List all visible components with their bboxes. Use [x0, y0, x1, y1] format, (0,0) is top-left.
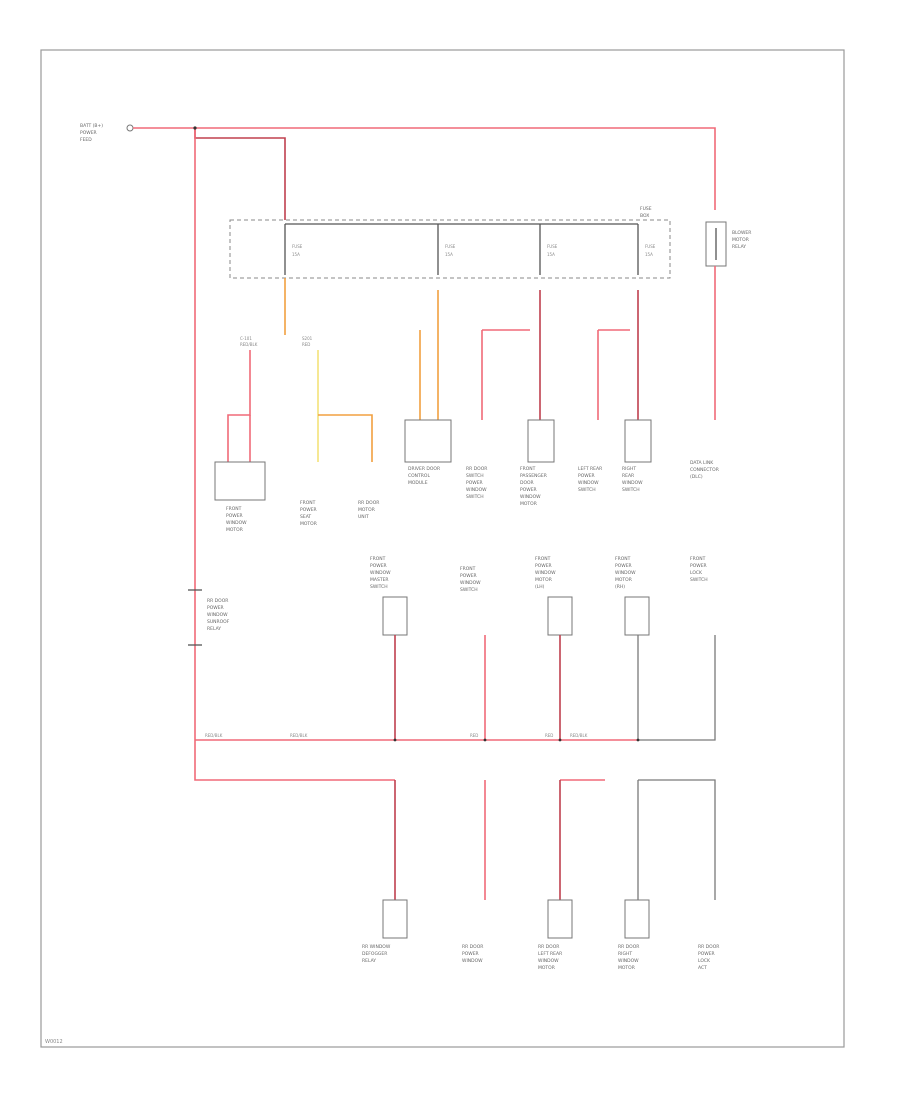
right-rear-window-switch-box [624, 419, 652, 463]
svg-text:RED/BLK: RED/BLK [205, 733, 223, 738]
svg-text:RED: RED [302, 342, 310, 347]
svg-text:MOTOR: MOTOR [732, 237, 749, 243]
left-trunk-wire [194, 128, 395, 781]
diagram-frame [40, 49, 845, 1048]
main-feed-wire [133, 127, 716, 210]
fuse-feed-wire [194, 128, 286, 220]
svg-text:BLOWER: BLOWER [732, 230, 751, 236]
fuse-block-label-1: FUSE [640, 206, 652, 212]
source-label-2: POWER [80, 130, 97, 136]
svg-text:15A: 15A [445, 252, 453, 257]
svg-text:RED: RED [470, 733, 478, 738]
splice-left-label: C-101 [240, 336, 252, 341]
blower-relay: BLOWER MOTOR RELAY [705, 221, 751, 267]
footer-code: W0012 [45, 1039, 63, 1045]
fuse-block: FUSE BOX FUSE 15A FUSE 15A FUSE 15A FUSE… [229, 206, 671, 279]
battery-source: BATT (B+) POWER FEED [80, 123, 134, 143]
fuse-2: FUSE 15A [437, 224, 456, 275]
fuse-4: FUSE 15A [637, 224, 656, 275]
fuse-block-label-2: BOX [640, 213, 649, 219]
svg-text:15A: 15A [292, 252, 300, 257]
driver-door-control-module [404, 419, 452, 463]
source-label-3: FEED [80, 137, 92, 143]
svg-text:FUSE: FUSE [547, 244, 558, 249]
source-label-1: BATT (B+) [80, 123, 103, 129]
splice-mid-label: S201 [302, 336, 313, 341]
fuse-1: FUSE 15A [284, 224, 303, 275]
svg-text:FUSE: FUSE [445, 244, 456, 249]
svg-text:RED/BLK: RED/BLK [290, 733, 308, 738]
svg-text:FUSE: FUSE [292, 244, 303, 249]
svg-text:RED: RED [545, 733, 553, 738]
svg-text:RED/BLK: RED/BLK [570, 733, 588, 738]
svg-text:RED/BLK: RED/BLK [240, 342, 258, 347]
front-passenger-door-box [527, 419, 555, 463]
svg-text:15A: 15A [645, 252, 653, 257]
svg-text:RELAY: RELAY [732, 244, 746, 250]
svg-text:FUSE: FUSE [645, 244, 656, 249]
bus-labels: RED/BLK RED/BLK RED RED RED/BLK [205, 733, 588, 738]
fuse-3: FUSE 15A [539, 224, 558, 275]
svg-text:15A: 15A [547, 252, 555, 257]
front-power-window-motor [214, 461, 266, 501]
